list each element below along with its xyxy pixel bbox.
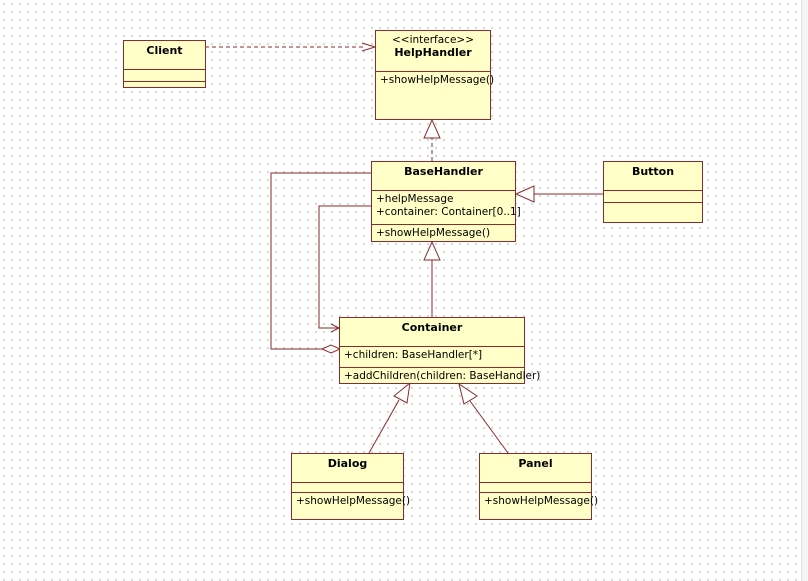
class-container-operations: +addChildren(children: BaseHandler) <box>340 367 541 385</box>
class-basehandler-name: BaseHandler <box>404 165 483 178</box>
canvas-scrollbar-edge <box>801 0 808 581</box>
class-dialog-name: Dialog <box>327 457 368 470</box>
interface-helphandler[interactable]: <<interface>> HelpHandler +showHelpMessa… <box>375 30 495 120</box>
class-basehandler[interactable]: BaseHandler +helpMessage +container: Con… <box>371 161 521 242</box>
attribute: +helpMessage <box>376 193 454 205</box>
class-container-attributes: +children: BaseHandler[*] <box>340 346 524 367</box>
class-button-operations <box>604 202 702 228</box>
class-container-name: Container <box>401 321 463 334</box>
class-client-attributes <box>124 69 205 81</box>
interface-helphandler-operations: +showHelpMessage() <box>376 71 495 89</box>
class-client[interactable]: Client <box>123 40 206 88</box>
class-dialog-attributes <box>292 482 403 492</box>
dependency-client-helphandler <box>205 42 377 52</box>
class-panel-name: Panel <box>518 457 553 470</box>
generalization-container-basehandler <box>423 240 441 317</box>
generalization-panel-container <box>458 382 509 454</box>
realization-basehandler-helphandler <box>423 118 441 161</box>
class-button[interactable]: Button <box>603 161 703 223</box>
class-client-name: Client <box>146 44 183 57</box>
class-basehandler-attributes: +helpMessage +container: Container[0..1] <box>372 190 521 224</box>
operation: +showHelpMessage() <box>484 495 599 507</box>
operation: +addChildren(children: BaseHandler) <box>344 370 541 382</box>
association-basehandler-container <box>318 205 371 333</box>
interface-helphandler-name: HelpHandler <box>394 46 472 59</box>
class-panel-attributes <box>480 482 591 492</box>
class-client-operations <box>124 81 205 93</box>
generalization-button-basehandler <box>514 185 603 203</box>
class-panel-operations: +showHelpMessage() <box>480 492 599 510</box>
class-button-name: Button <box>631 165 675 178</box>
interface-stereotype: <<interface>> <box>391 34 475 46</box>
attribute: +container: Container[0..1] <box>376 206 521 218</box>
attribute: +children: BaseHandler[*] <box>344 349 483 361</box>
operation: +showHelpMessage() <box>380 74 495 86</box>
interface-helphandler-header: <<interface>> HelpHandler <box>376 31 490 71</box>
class-basehandler-operations: +showHelpMessage() <box>372 224 515 242</box>
operation: +showHelpMessage() <box>376 227 491 239</box>
class-dialog-operations: +showHelpMessage() <box>292 492 411 510</box>
class-panel[interactable]: Panel +showHelpMessage() <box>479 453 599 520</box>
operation: +showHelpMessage() <box>296 495 411 507</box>
class-dialog[interactable]: Dialog +showHelpMessage() <box>291 453 411 520</box>
class-button-attributes <box>604 190 702 202</box>
generalization-dialog-container <box>368 381 411 454</box>
class-container[interactable]: Container +children: BaseHandler[*] +add… <box>339 317 541 385</box>
